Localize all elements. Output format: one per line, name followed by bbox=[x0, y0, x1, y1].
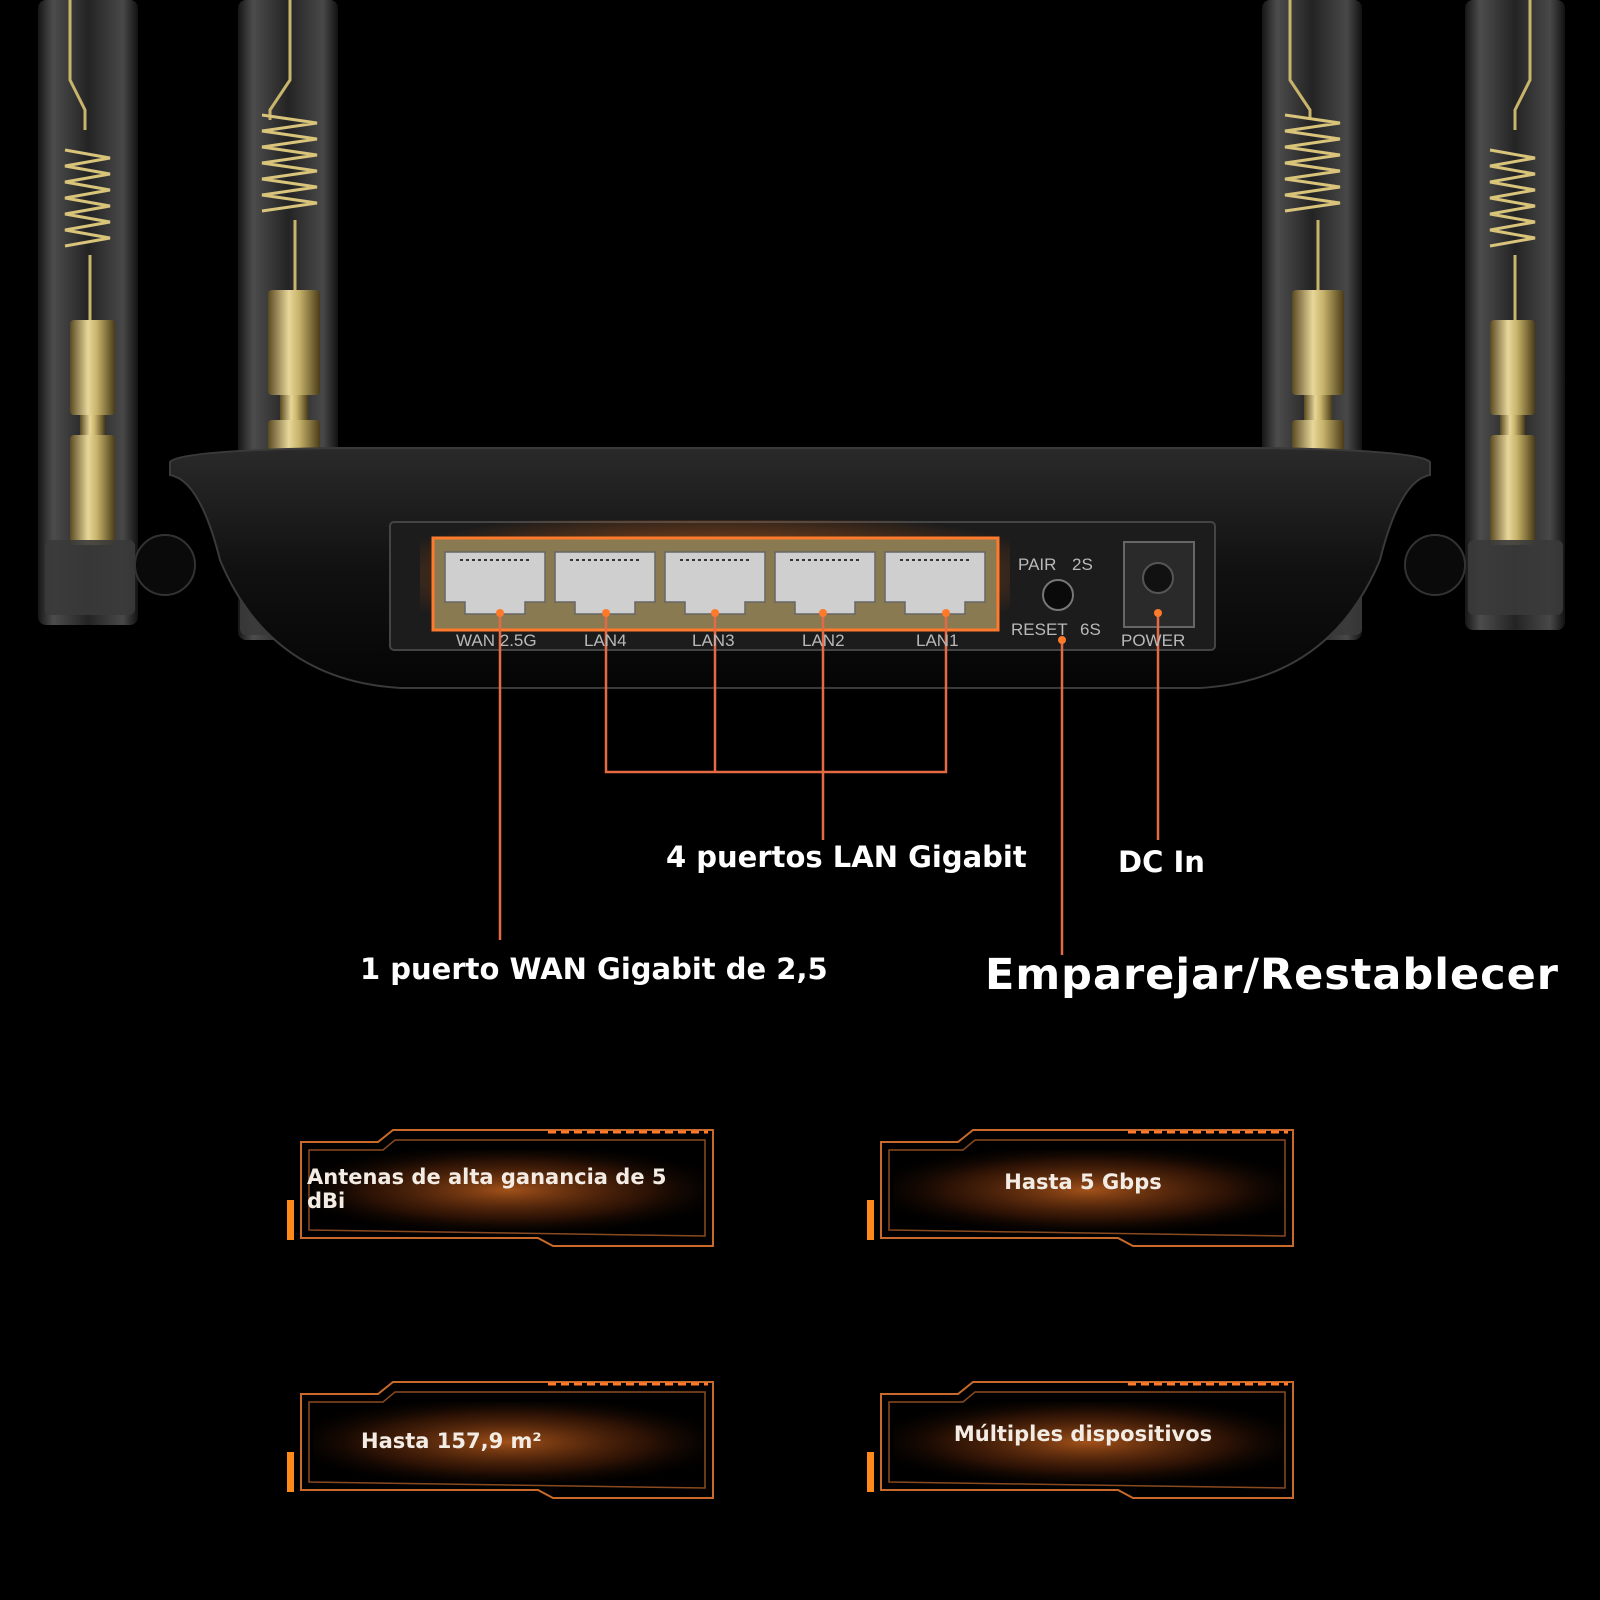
callout-lines bbox=[498, 613, 1160, 955]
lan4-port-label: LAN4 bbox=[584, 631, 627, 650]
port-lan2 bbox=[774, 551, 876, 615]
feature-text: Múltiples dispositivos bbox=[953, 1422, 1213, 1446]
reset-time-label: 6S bbox=[1080, 620, 1101, 639]
lan3-port-label: LAN3 bbox=[692, 631, 735, 650]
callout-dots bbox=[496, 609, 1162, 644]
port-lan4 bbox=[554, 551, 656, 615]
reset-label: RESET bbox=[1011, 620, 1068, 639]
lan-ports-callout: 4 puertos LAN Gigabit bbox=[666, 840, 1027, 874]
antenna-1 bbox=[38, 0, 138, 625]
pair-reset-callout: Emparejar/Restablecer bbox=[985, 950, 1559, 1000]
wan-port-label: WAN 2.5G bbox=[456, 631, 537, 650]
port-wan bbox=[444, 551, 546, 615]
badge-frame bbox=[287, 1129, 714, 1247]
port-lan3 bbox=[664, 551, 766, 615]
pair-time-label: 2S bbox=[1072, 555, 1093, 574]
power-label: POWER bbox=[1121, 631, 1186, 650]
ethernet-ports bbox=[444, 551, 986, 615]
power-jack bbox=[1142, 562, 1174, 594]
badge-frame bbox=[867, 1129, 1294, 1247]
badge-frame bbox=[287, 1381, 714, 1499]
antenna-4 bbox=[1465, 0, 1565, 630]
pair-label: PAIR bbox=[1018, 555, 1057, 574]
dc-in-callout: DC In bbox=[1118, 845, 1205, 879]
feature-badge-coverage: Hasta 157,9 m² bbox=[283, 1380, 723, 1502]
feature-text: Antenas de alta ganancia de 5 dBi bbox=[307, 1165, 667, 1213]
lan2-port-label: LAN2 bbox=[802, 631, 845, 650]
feature-text: Hasta 157,9 m² bbox=[361, 1429, 542, 1453]
feature-badge-devices: Múltiples dispositivos bbox=[863, 1380, 1303, 1502]
wan-port-callout: 1 puerto WAN Gigabit de 2,5 bbox=[360, 952, 828, 986]
feature-text: Hasta 5 Gbps bbox=[1004, 1170, 1162, 1194]
lan1-port-label: LAN1 bbox=[916, 631, 959, 650]
port-lan1 bbox=[884, 551, 986, 615]
reset-button bbox=[1042, 579, 1074, 611]
feature-badge-antennas: Antenas de alta ganancia de 5 dBi bbox=[283, 1128, 723, 1250]
badge-frame bbox=[867, 1381, 1294, 1499]
feature-badge-speed: Hasta 5 Gbps bbox=[863, 1128, 1303, 1250]
